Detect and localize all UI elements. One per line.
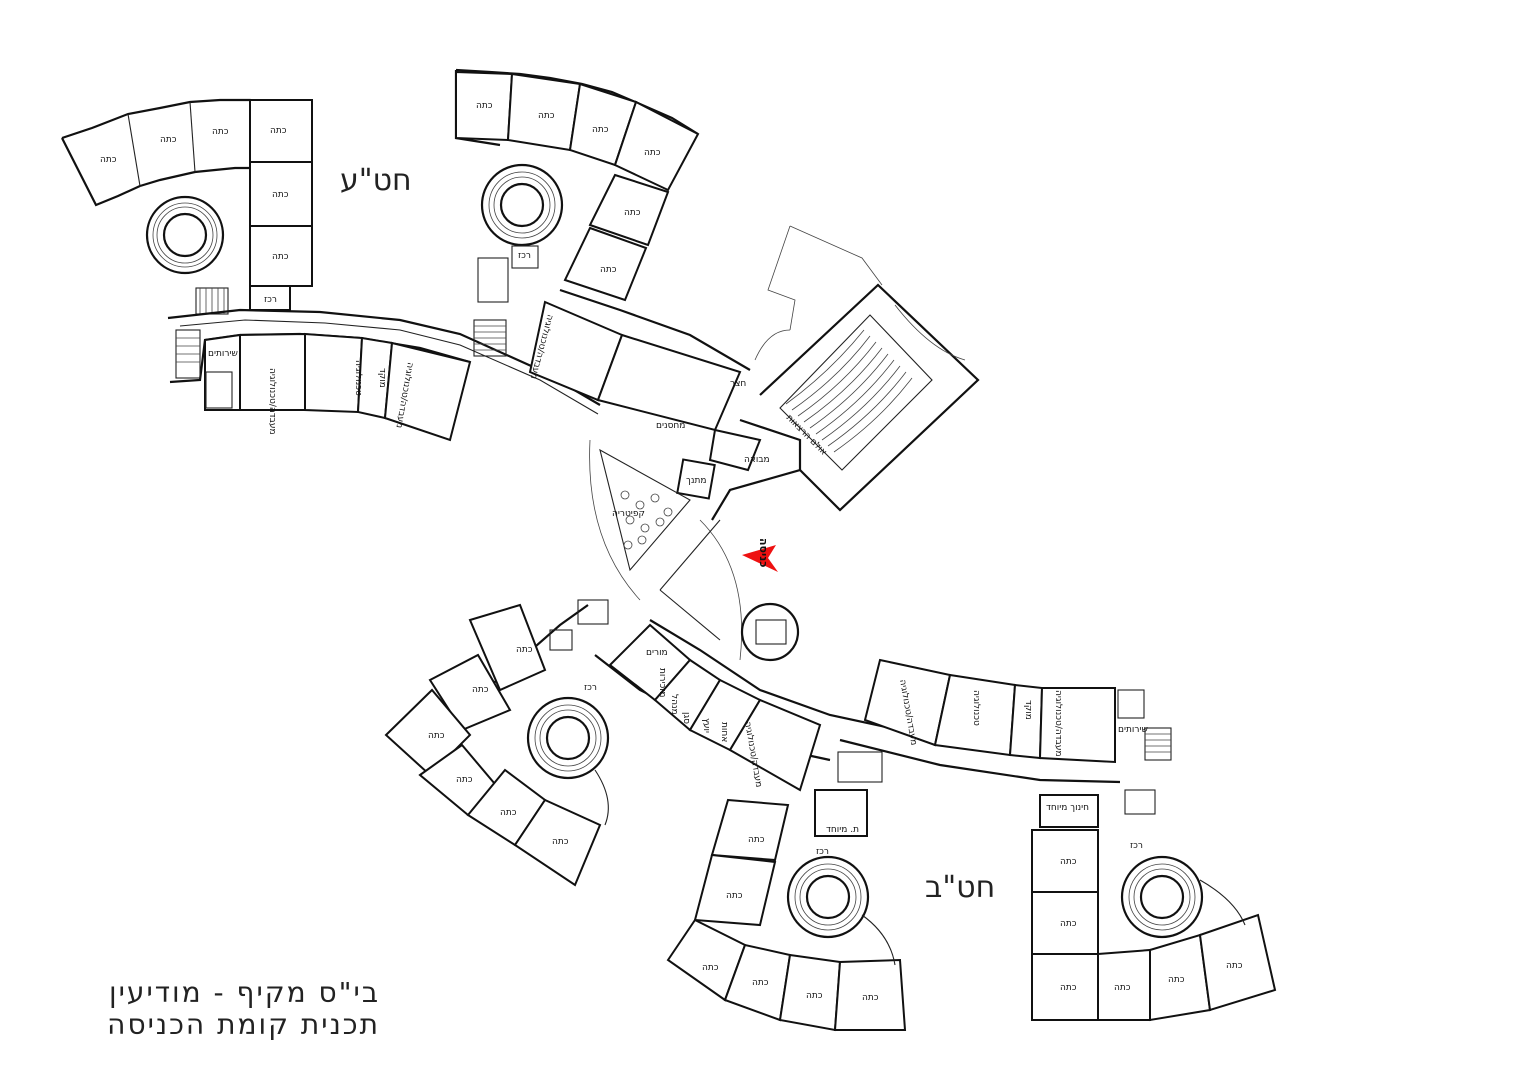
label-classroom: כתה <box>272 252 289 262</box>
label-entrance: כניסה <box>757 538 770 568</box>
label-classroom: כתה <box>726 891 743 901</box>
label-wc: רכז <box>264 295 277 305</box>
label-wc: רכז <box>518 251 531 261</box>
label-classroom: כתה <box>702 963 719 973</box>
label-classroom: כתה <box>476 101 493 111</box>
label-halls: חצר <box>730 379 746 389</box>
room-labels: כתה כתה כתה כתה כתה כתה רכז כתה כתה כתה … <box>100 101 1243 1003</box>
label-office: מנהל <box>669 694 679 715</box>
central-block <box>528 225 980 662</box>
label-classroom: כתה <box>212 127 229 137</box>
label-technology: טכנולוגיה <box>353 360 363 396</box>
label-classroom: כתה <box>456 775 473 785</box>
label-classroom: כתה <box>428 731 445 741</box>
label-science-tech: מעבדה/טכנולוגיה <box>1053 690 1063 757</box>
label-special-short: ת. מיוחד <box>826 825 859 835</box>
label-technology: טכנולוגיה <box>971 690 981 726</box>
label-classroom: כתה <box>1060 983 1077 993</box>
label-classroom: כתה <box>100 155 117 165</box>
label-wc: רכז <box>584 683 597 693</box>
label-classroom: כתה <box>624 208 641 218</box>
wing-label-north: חט"ע <box>340 163 412 198</box>
label-classroom: כתה <box>748 835 765 845</box>
label-teachers: מורים <box>646 648 668 658</box>
plan-title: בי"ס מקיף - מודיעין <box>109 976 380 1009</box>
label-wc: רכז <box>1130 841 1143 851</box>
label-science-tech: מעבדה/טכנולוגיה <box>267 368 277 435</box>
label-classroom: כתה <box>472 685 489 695</box>
label-classroom: כתה <box>1168 975 1185 985</box>
label-classroom: כתה <box>862 993 879 1003</box>
n-wing <box>454 68 700 357</box>
se-wing <box>1031 789 1277 1022</box>
entrance-arrow-icon <box>742 545 778 572</box>
label-classroom: כתה <box>516 645 533 655</box>
label-special: חינוך מיוחד <box>1046 803 1089 813</box>
label-admin: מזכירות <box>657 668 667 697</box>
label-classroom: כתה <box>644 148 661 158</box>
label-nurse: אחות <box>719 722 729 742</box>
nw-corridor <box>167 308 601 442</box>
label-classroom: כתה <box>1226 961 1243 971</box>
auditorium-seating <box>785 329 913 453</box>
sm-wing <box>666 751 907 1032</box>
label-classroom: כתה <box>752 978 769 988</box>
label-classroom: כתה <box>538 111 555 121</box>
label-bathrooms: שירותים <box>1118 725 1148 735</box>
label-classroom: כתה <box>600 265 617 275</box>
label-wc: רכז <box>816 847 829 857</box>
label-stores: מחסנים <box>656 421 685 431</box>
label-classroom: כתה <box>1114 983 1131 993</box>
label-counselor: יועץ <box>701 718 711 733</box>
label-bathrooms: שירותים <box>208 349 238 359</box>
label-classroom: כתה <box>592 125 609 135</box>
label-classroom: כתה <box>552 837 569 847</box>
label-supervision: מוקד <box>377 368 387 388</box>
nw-wing <box>61 98 313 315</box>
label-classroom: כתה <box>1060 919 1077 929</box>
label-classroom: כתה <box>500 808 517 818</box>
south-corridor <box>594 619 1172 792</box>
label-classroom: כתה <box>270 126 287 136</box>
sw-wing <box>384 599 610 887</box>
plan-subtitle: תכנית קומת הכניסה <box>107 1008 380 1041</box>
dining-tables <box>620 490 673 550</box>
label-classroom: כתה <box>272 190 289 200</box>
label-classroom: כתה <box>1060 857 1077 867</box>
wing-label-south: חט"ב <box>925 870 995 905</box>
label-staff: סגן <box>681 712 691 724</box>
label-classroom: כתה <box>160 135 177 145</box>
label-supervision: מוקד <box>1023 700 1033 720</box>
label-classroom: כתה <box>806 991 823 1001</box>
label-dining: קפיטריה <box>612 509 645 519</box>
label-kitchen: מבואה <box>744 455 770 465</box>
label-tiny: מתנך <box>686 476 706 486</box>
